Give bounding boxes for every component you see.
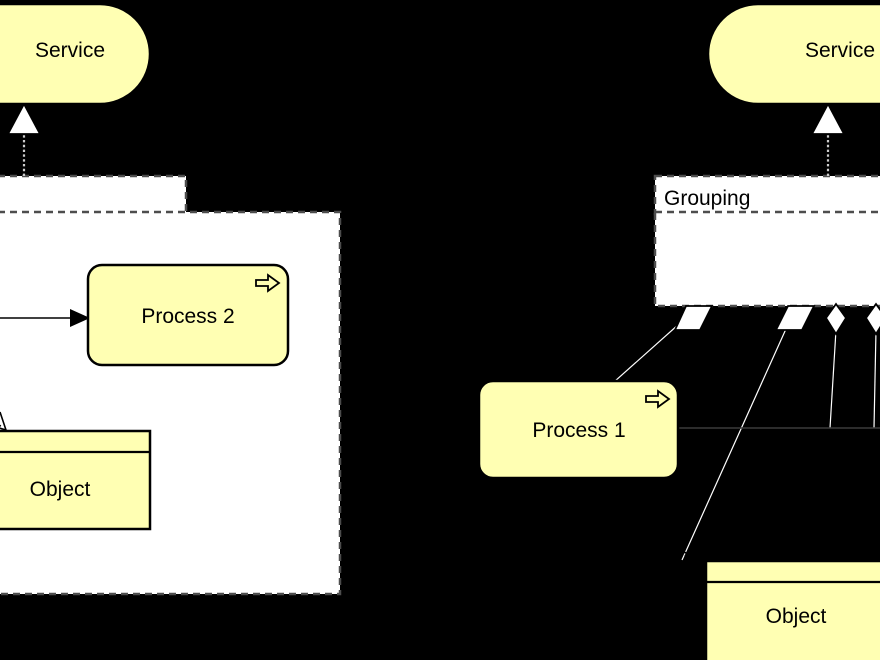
grouping-right-shape — [653, 174, 880, 308]
object-left-shape — [0, 429, 152, 531]
flow-into-process-2-edge — [0, 309, 90, 327]
realization-left-edge — [6, 102, 42, 176]
process-arrow-icon — [255, 273, 281, 293]
access-process-1-object-edge — [473, 477, 702, 562]
aggregation-object-right-edge — [681, 305, 816, 561]
service-left-shape — [0, 2, 152, 106]
aggregation-3-edge — [824, 302, 848, 429]
process-2-shape — [86, 263, 290, 367]
object-right-shape — [704, 559, 880, 660]
realization-right-edge — [810, 102, 846, 176]
aggregation-process-1-edge — [604, 305, 714, 391]
aggregation-4-edge — [864, 302, 880, 429]
grouping-left-shape — [0, 174, 342, 596]
process-arrow-icon — [645, 389, 671, 409]
process-1-shape — [477, 379, 680, 480]
service-right-shape — [706, 2, 880, 106]
